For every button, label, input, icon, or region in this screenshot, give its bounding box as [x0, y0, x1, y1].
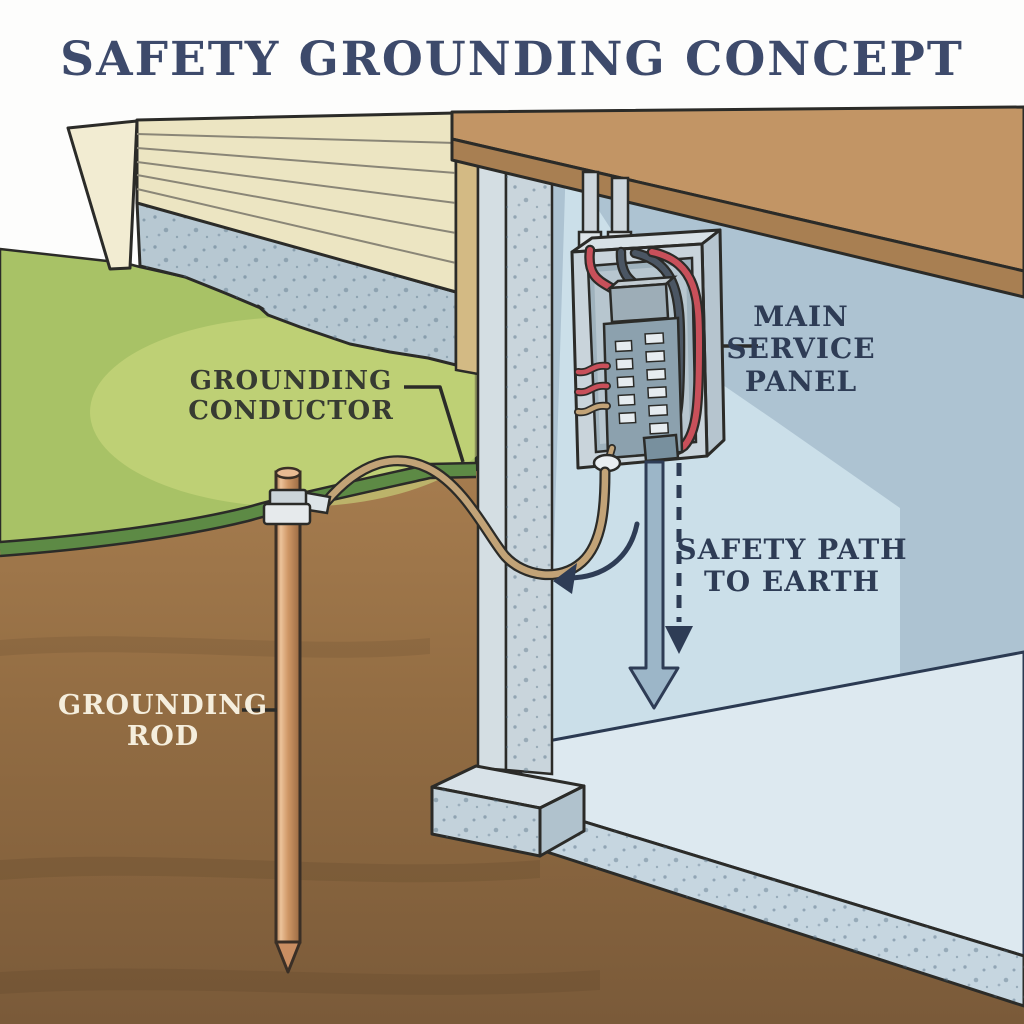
safety-path-dashed-arrow [665, 463, 693, 654]
conductor-leader [404, 385, 465, 463]
leader-lines [242, 344, 758, 712]
diagram-title: SAFETY GROUNDING CONCEPT [60, 32, 964, 87]
exterior-foundation [135, 200, 458, 367]
grounding-rod [262, 466, 332, 974]
house-siding [66, 110, 480, 376]
branch-wires [574, 361, 616, 466]
label-grounding-rod: GROUNDING ROD [57, 690, 269, 753]
main-service-panel [570, 228, 726, 473]
safety-path-solid-arrow [628, 460, 680, 710]
foundation-pillar [476, 145, 554, 776]
clamp-lower [262, 502, 312, 526]
label-safety-path-to-earth: SAFETY PATH TO EARTH [676, 533, 908, 599]
conductor-flow-arrow [553, 521, 640, 594]
grounding-conductor-wire [320, 455, 611, 581]
breaker-slots [614, 332, 670, 435]
label-main-service-panel: MAIN SERVICE PANEL [726, 300, 876, 398]
floor-slab [498, 650, 1024, 1008]
label-grounding-conductor: GROUNDING CONDUCTOR [188, 366, 394, 427]
breaker-block [602, 275, 684, 463]
footing [430, 764, 586, 858]
